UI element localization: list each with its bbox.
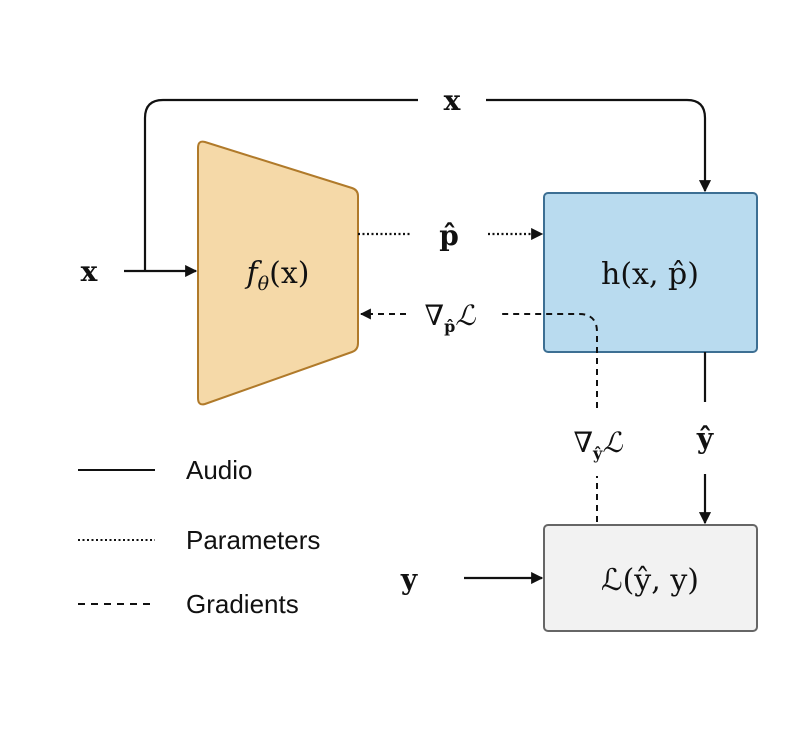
synth-label: h(x, p̂): [601, 257, 699, 292]
grad-y-line-upper: [500, 313, 598, 408]
y-target-label: y: [400, 563, 418, 596]
legend-parameters-label: Parameters: [186, 525, 320, 555]
synth-block: [543, 192, 758, 353]
legend-gradients-label: Gradients: [186, 589, 299, 619]
x-skip-label: x: [444, 84, 461, 117]
x-input-label: x: [81, 255, 98, 288]
loss-label: ℒ(ŷ, y): [601, 563, 699, 598]
loss-block: [543, 524, 758, 632]
grad-p-label: ∇p̂ℒ: [425, 299, 477, 336]
legend: Audio Parameters Gradients: [78, 455, 320, 619]
p-hat-label: p̂: [439, 219, 459, 252]
y-hat-label: ŷ: [696, 422, 714, 455]
encoder-label: fθ(x): [245, 256, 310, 295]
x-skip-line-left: [143, 98, 418, 271]
legend-audio-label: Audio: [186, 455, 253, 485]
x-skip-line-right: [486, 98, 712, 193]
grad-y-label: ∇ŷℒ: [573, 426, 623, 463]
encoder-block: [197, 140, 359, 406]
